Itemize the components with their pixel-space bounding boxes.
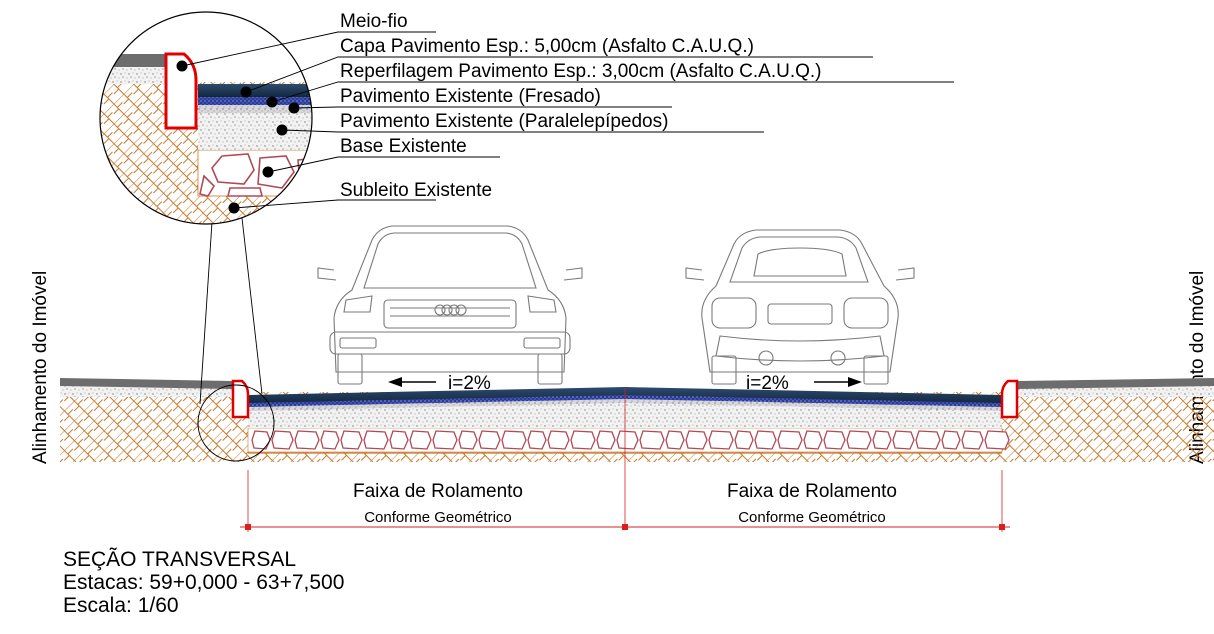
- detail-marker-circle: [197, 384, 275, 462]
- base-stone: [941, 430, 961, 450]
- curb-left: [231, 379, 250, 419]
- callout-dots: [176, 60, 300, 214]
- car-rear-icon: [685, 229, 915, 385]
- base-stone: [547, 430, 570, 450]
- base-stone: [915, 430, 941, 450]
- base-stone: [458, 430, 478, 450]
- base-stone: [984, 430, 1010, 450]
- base-stone: [478, 430, 501, 450]
- base-stone: [501, 430, 527, 450]
- callout-leaders: [181, 31, 954, 209]
- sidewalk-right-cover: [1018, 378, 1214, 389]
- callout-label-curb: Meio-fio: [340, 11, 408, 32]
- section-caption: SEÇÃO TRANSVERSAL Estacas: 59+0,000 - 63…: [63, 548, 344, 617]
- base-stone: [596, 430, 616, 450]
- base-stone: [294, 430, 320, 450]
- base-stone: [363, 430, 389, 450]
- curb-right: [1000, 379, 1019, 419]
- base-stone: [251, 430, 271, 450]
- callout-labels: Meio-fio Capa Pavimento Esp.: 5,00cm (As…: [340, 11, 822, 201]
- base-stone: [734, 430, 754, 450]
- base-stone: [527, 430, 547, 450]
- lane-right-title: Faixa de Rolamento: [727, 481, 897, 502]
- base-stone: [271, 430, 294, 450]
- base-stone: [639, 430, 665, 450]
- base-stone: [389, 430, 409, 450]
- base-stone: [685, 430, 708, 450]
- base-stone: [320, 430, 340, 450]
- base-stone: [872, 430, 892, 450]
- base-stone: [754, 430, 777, 450]
- base-stone: [409, 430, 432, 450]
- lane-right-subtitle: Conforme Geométrico: [738, 509, 886, 526]
- base-stone: [777, 430, 803, 450]
- slope-right-label: i=2%: [746, 373, 789, 394]
- sidewalk-left-cover: [60, 378, 232, 389]
- cross-section: [60, 378, 1214, 528]
- callout-label-base: Base Existente: [340, 136, 467, 157]
- base-stone: [961, 430, 984, 450]
- base-stone: [803, 430, 823, 450]
- lane-left-subtitle: Conforme Geométrico: [364, 509, 512, 526]
- base-stone: [570, 430, 596, 450]
- lane-left-title: Faixa de Rolamento: [353, 481, 523, 502]
- section-scale: Escala: 1/60: [63, 594, 179, 617]
- section-stations: Estacas: 59+0,000 - 63+7,500: [63, 571, 345, 594]
- car-front-icon: [317, 225, 583, 385]
- callout-label-asphalt-cap: Capa Pavimento Esp.: 5,00cm (Asfalto C.A…: [340, 36, 754, 57]
- callout-label-milled: Pavimento Existente (Fresado): [340, 86, 601, 107]
- base-stone: [432, 430, 458, 450]
- callout-label-reprofiling: Reperfilagem Pavimento Esp.: 3,00cm (Asf…: [340, 61, 822, 82]
- base-stone: [708, 430, 734, 450]
- base-stones: [251, 430, 1010, 450]
- base-stone: [340, 430, 363, 450]
- detail-circle-outline: [99, 11, 313, 225]
- slope-left: i=2%: [388, 373, 491, 394]
- side-label-left: Alinhamento do Imóvel: [30, 271, 51, 464]
- callout-label-subgrade: Subleito Existente: [340, 180, 492, 201]
- dimension-line: [240, 470, 1010, 532]
- slope-left-label: i=2%: [448, 373, 491, 394]
- base-stone: [846, 430, 872, 450]
- section-title: SEÇÃO TRANSVERSAL: [63, 548, 297, 571]
- base-stone: [823, 430, 846, 450]
- callout-label-paving-stones: Pavimento Existente (Paralelepípedos): [340, 111, 668, 132]
- slope-right: i=2%: [746, 373, 862, 394]
- base-stone: [616, 430, 639, 450]
- base-stone: [892, 430, 915, 450]
- base-stone: [665, 430, 685, 450]
